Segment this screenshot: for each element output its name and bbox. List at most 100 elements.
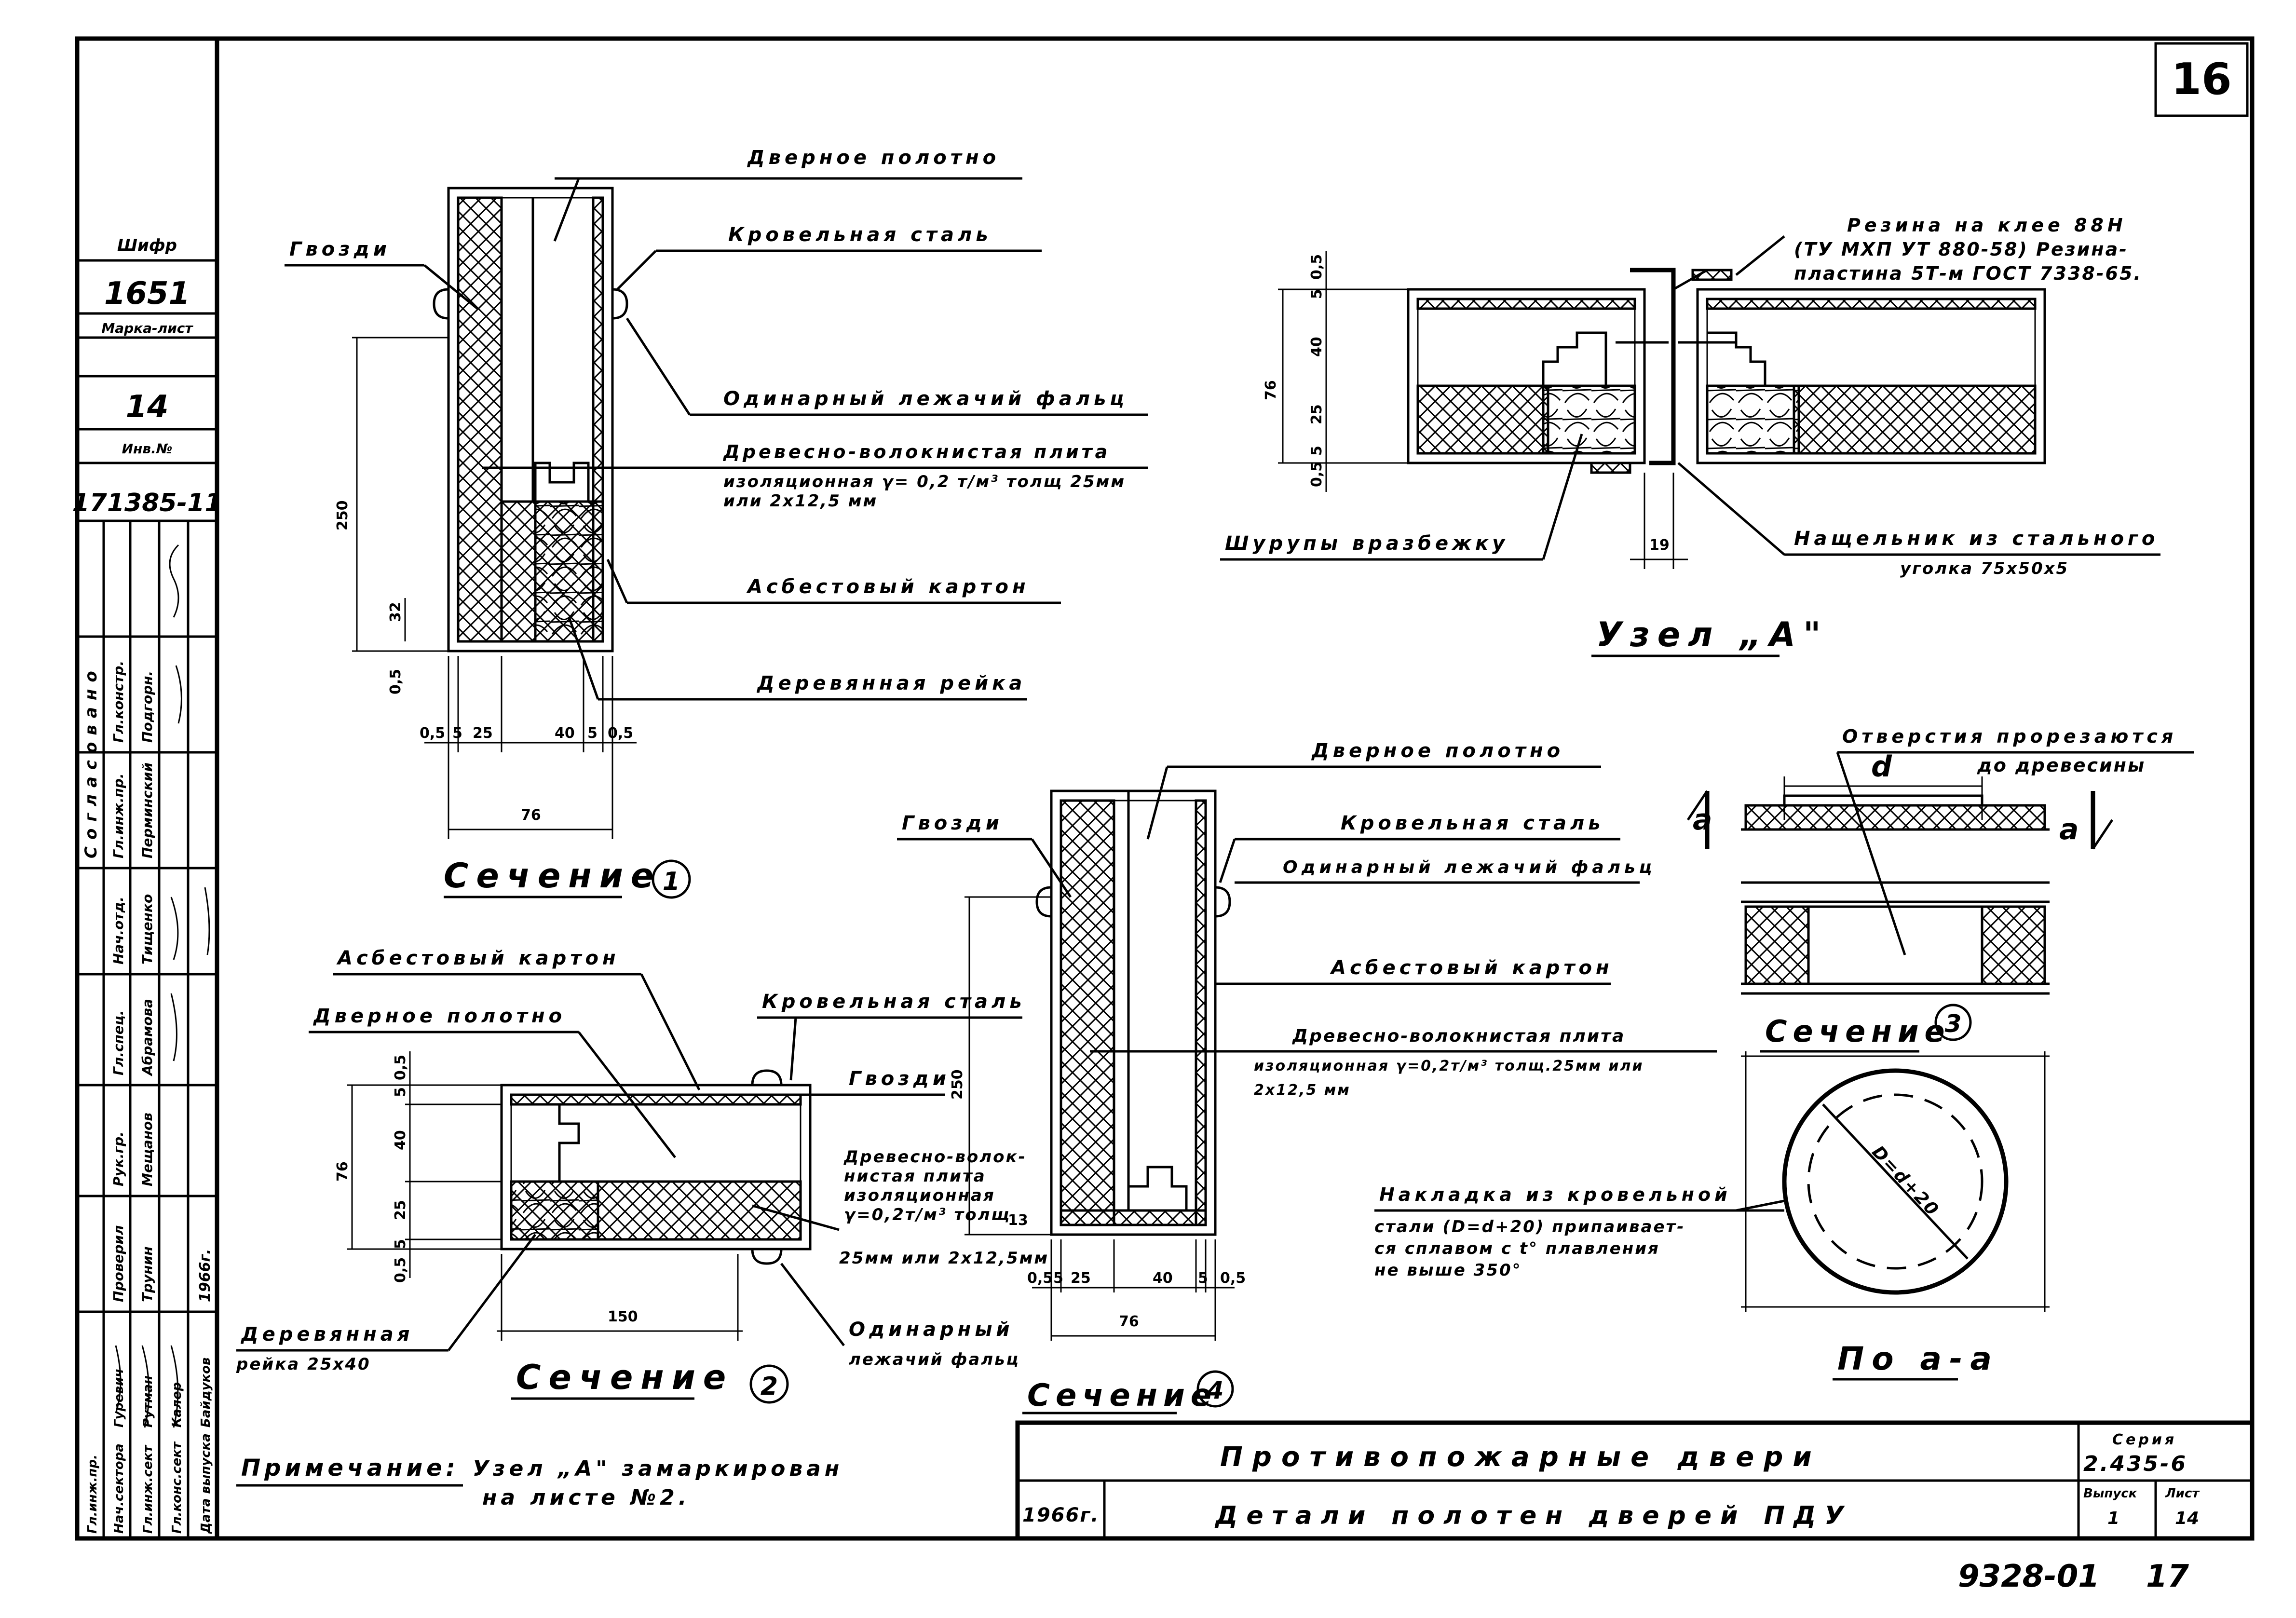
section2-dim-40: 40 bbox=[392, 1130, 409, 1150]
nodea-steel-angle bbox=[1630, 268, 1676, 465]
section1-fold-right bbox=[612, 288, 628, 320]
name-5: Мещанов bbox=[139, 1113, 155, 1186]
section4-tenon bbox=[1127, 1166, 1188, 1210]
nodea-dim-76: 76 bbox=[1263, 380, 1279, 400]
note-line-1: Узел „А" замаркирован bbox=[473, 1456, 843, 1481]
section4-nails-label: Гвозди bbox=[902, 812, 1003, 834]
nodea-dim-40: 40 bbox=[1308, 337, 1325, 357]
section1-door-label: Дверное полотно bbox=[747, 147, 1000, 169]
vypusk-label: Выпуск bbox=[2083, 1486, 2138, 1501]
nodea-screws-label: Шурупы вразбежку bbox=[1225, 532, 1508, 555]
section1-dim-w05a: 0,5 bbox=[420, 725, 445, 742]
section2-dim-5a: 5 bbox=[392, 1087, 409, 1097]
role-1: Гл.констр. bbox=[110, 661, 126, 743]
section4-asbestos-label: Асбестовый картон bbox=[1330, 957, 1613, 979]
sheet-number: 16 bbox=[2171, 54, 2231, 105]
section3-view-label: По а-а bbox=[1837, 1340, 1999, 1377]
section4-dim-w5b: 5 bbox=[1198, 1270, 1208, 1287]
section2-fold-label-1: Одинарный bbox=[849, 1319, 1013, 1341]
section2-dim-25: 25 bbox=[392, 1200, 409, 1220]
name-2: Перминский bbox=[139, 762, 155, 858]
seria-value: 2.435-6 bbox=[2083, 1452, 2187, 1476]
soglasovano-label: Согласовано bbox=[82, 664, 101, 858]
section-2: Асбестовый картон Дверное полотно Кровел… bbox=[236, 947, 1049, 1404]
role-4: Гл.спец. bbox=[110, 1010, 126, 1075]
section3-cover-label-2: стали (D=d+20) припаивает- bbox=[1374, 1217, 1685, 1237]
bottom-name-3: Калер bbox=[170, 1382, 184, 1428]
section3-cover-label-3: ся сплавом с t° плавления bbox=[1374, 1239, 1660, 1258]
nodea-left-panel bbox=[1407, 288, 1646, 464]
name-6: Трунин bbox=[139, 1246, 155, 1302]
bottom-name-1: Гуревич bbox=[112, 1369, 126, 1428]
section3-cover-circle bbox=[1782, 1068, 2009, 1295]
nodea-rubber-label-3: пластина 5Т-м ГОСТ 7338-65. bbox=[1794, 263, 2142, 284]
section2-dim-13: 13 bbox=[1008, 1212, 1028, 1229]
section1-nails-label: Гвозди bbox=[289, 238, 391, 260]
section2-fiber-label-4: γ=0,2т/м³ толщ bbox=[844, 1205, 1011, 1224]
section1-outer bbox=[447, 187, 614, 653]
section4-dim-w76: 76 bbox=[1119, 1313, 1139, 1330]
section2-door-label: Дверное полотно bbox=[312, 1005, 566, 1027]
section-1: Дверное полотно Гвозди Кровельная сталь … bbox=[285, 147, 1148, 899]
section3-holes-label-2: до древесины bbox=[1977, 755, 2146, 776]
role-2: Гл.инж.пр. bbox=[110, 774, 126, 858]
section4-fiber bbox=[1060, 799, 1115, 1226]
section1-title: Сечение bbox=[444, 856, 661, 896]
section4-fiber-label-1: Древесно-волокнистая плита bbox=[1292, 1026, 1625, 1046]
section1-num: 1 bbox=[663, 867, 680, 896]
section2-rail-label-1: Деревянная bbox=[240, 1323, 413, 1346]
shifr-value: 1651 bbox=[104, 276, 190, 312]
strip-year: 1966г. bbox=[197, 1249, 214, 1302]
marka-value: 14 bbox=[125, 389, 168, 425]
nodea-dim-19: 19 bbox=[1649, 537, 1670, 554]
bottom-role-1: Гл.инж.пр. bbox=[85, 1455, 100, 1534]
section4-fiber-label-2: изоляционная γ=0,2т/м³ толщ.25мм или bbox=[1254, 1058, 1644, 1074]
shifr-label: Шифр bbox=[117, 236, 177, 255]
section3-cover-label-1: Накладка из кровельной bbox=[1379, 1184, 1731, 1205]
section2-fiber-label-5: 25мм или 2х12,5мм bbox=[839, 1249, 1049, 1268]
section1-rail-tenon bbox=[534, 462, 590, 502]
section3-hole bbox=[1807, 905, 1984, 985]
section4-fold-label: Одинарный лежачий фальц bbox=[1283, 857, 1656, 877]
section2-title: Сечение bbox=[516, 1358, 734, 1397]
nodea-dim-5a: 5 bbox=[1308, 289, 1325, 299]
section2-dim-150: 150 bbox=[608, 1308, 638, 1325]
section2-dim-05b: 0,5 bbox=[392, 1257, 409, 1283]
section3-holes-label-1: Отверстия прорезаются bbox=[1842, 726, 2177, 747]
section1-dim-w40: 40 bbox=[555, 725, 575, 742]
section2-fold-top bbox=[751, 1069, 783, 1086]
section4-dim-w40: 40 bbox=[1153, 1270, 1173, 1287]
inv-label: Инв.№ bbox=[122, 441, 173, 457]
nodea-dim-05a: 0,5 bbox=[1308, 254, 1325, 280]
section4-dim-w05a: 0,5 bbox=[1027, 1270, 1053, 1287]
section1-dim-250: 250 bbox=[334, 500, 351, 530]
name-1: Подгорн. bbox=[139, 671, 155, 743]
bottom-role-3: Гл.инж.сект bbox=[141, 1444, 155, 1534]
nodea-strip-label-2: уголка 75х50х5 bbox=[1900, 559, 2069, 578]
section1-dim-w5a: 5 bbox=[452, 725, 462, 742]
nodea-rubber-label-1: Резина на клее 88Н bbox=[1847, 215, 2127, 236]
seria-label: Серия bbox=[2112, 1431, 2177, 1448]
section2-fold-bottom bbox=[751, 1249, 783, 1265]
section1-steel-label: Кровельная сталь bbox=[728, 224, 992, 246]
section2-fiber-label-3: изоляционная bbox=[844, 1186, 995, 1205]
note-label: Примечание: bbox=[241, 1455, 459, 1482]
section1-dim-w25: 25 bbox=[473, 725, 493, 742]
section-4: Дверное полотно Гвозди Кровельная сталь … bbox=[897, 740, 1717, 1414]
signature-2 bbox=[170, 887, 210, 1061]
section4-dim-250: 250 bbox=[949, 1069, 966, 1100]
nodea-title: Узел „А" bbox=[1596, 615, 1829, 654]
section2-asbestos-label: Асбестовый картон bbox=[336, 947, 620, 969]
section2-rail-label-2: рейка 25х40 bbox=[236, 1355, 371, 1374]
section2-dim-05a: 0,5 bbox=[392, 1055, 409, 1080]
bottom-role-5: Дата выпуска bbox=[199, 1433, 213, 1534]
nodea-right-panel bbox=[1696, 288, 2046, 464]
section1-rail-label: Деревянная рейка bbox=[756, 672, 1026, 694]
bottom-name-4: Байдуков bbox=[199, 1358, 213, 1428]
role-5: Рук.гр. bbox=[110, 1131, 126, 1186]
section4-dim-w5a: 5 bbox=[1053, 1270, 1063, 1287]
section1-fold-label: Одинарный лежачий фальц bbox=[723, 388, 1128, 410]
bottom-name-2: Рутман bbox=[141, 1375, 155, 1428]
note-line-2: на листе №2. bbox=[482, 1485, 690, 1510]
section1-dim-w5b: 5 bbox=[587, 725, 598, 742]
